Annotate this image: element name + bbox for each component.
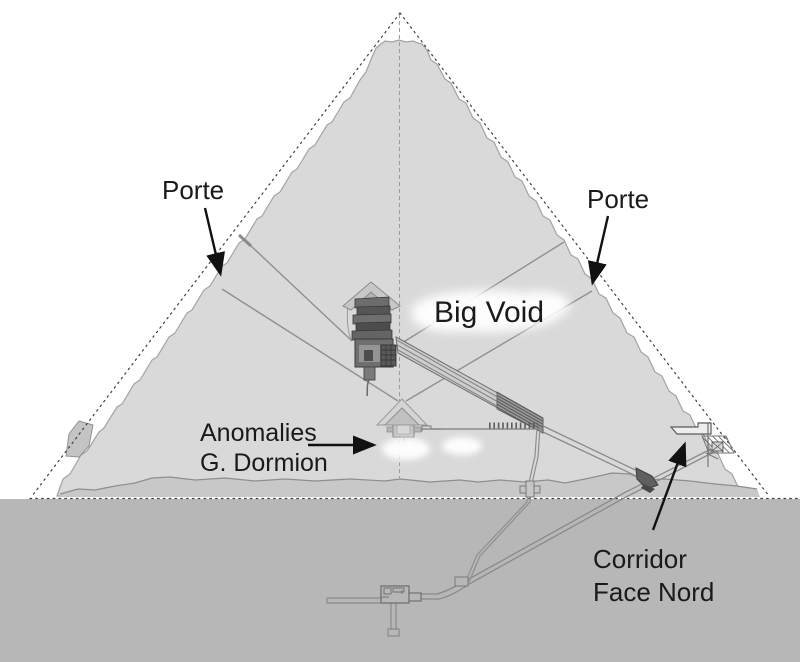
grand-gallery-lower-hatch <box>496 391 544 434</box>
label-anomalies-line2: G. Dormion <box>200 449 328 477</box>
label-big-void: Big Void <box>434 296 544 329</box>
grotto <box>519 480 541 498</box>
left-corner-casing-patch <box>65 420 94 458</box>
north-face-entrance <box>669 422 735 467</box>
entrance-steps <box>705 452 719 460</box>
kc-relieving-chambers <box>351 296 393 341</box>
scanpyramids-corridor-shape <box>669 422 712 435</box>
dead-end-passage <box>326 597 381 604</box>
queens-chamber <box>375 398 429 447</box>
label-anomalies-line1: Anomalies <box>200 419 317 447</box>
kings-chamber-complex <box>342 281 401 397</box>
pyramid-body <box>56 39 749 497</box>
anomaly-highlights <box>382 437 482 460</box>
kc-lower-squiggle <box>366 379 370 397</box>
big-void-highlight <box>411 290 570 332</box>
kc-lower-stub <box>363 366 376 381</box>
qc-right-lug <box>413 426 422 433</box>
qc-gabled-roof-inner <box>384 407 420 426</box>
label-corridor-line1: Corridor <box>593 544 687 574</box>
kc-sarcophagus <box>364 350 373 361</box>
casing-outline-right <box>399 12 770 497</box>
label-corridor-line2: Face Nord <box>593 577 714 607</box>
qc-left-lug <box>386 426 394 433</box>
anomaly-highlight-2 <box>442 437 482 455</box>
corridor-face-nord-arrow <box>651 441 687 531</box>
king-chamber-south-shaft-line <box>249 244 353 342</box>
king-chamber-south-shaft <box>237 233 253 248</box>
porte-right-arrow <box>587 215 610 286</box>
anomaly-highlight-1 <box>382 438 430 460</box>
porte-left-arrow <box>203 207 225 277</box>
label-porte-left: Porte <box>162 175 224 205</box>
kc-antechamber-grid <box>381 345 396 366</box>
well-shaft-junction <box>454 576 469 587</box>
label-porte-right: Porte <box>587 184 649 214</box>
subterranean-chamber-detail <box>381 587 405 598</box>
annotation-arrows <box>203 207 687 531</box>
subterranean-antechamber <box>408 592 422 602</box>
subterranean-pit <box>387 603 400 637</box>
subterranean-chamber <box>380 585 410 604</box>
kc-antechamber <box>380 344 397 367</box>
corridor-junction-plugs <box>635 467 659 493</box>
entrance-block-cross <box>711 441 724 452</box>
ground-block <box>0 499 800 662</box>
ascending-corridor <box>542 425 652 484</box>
